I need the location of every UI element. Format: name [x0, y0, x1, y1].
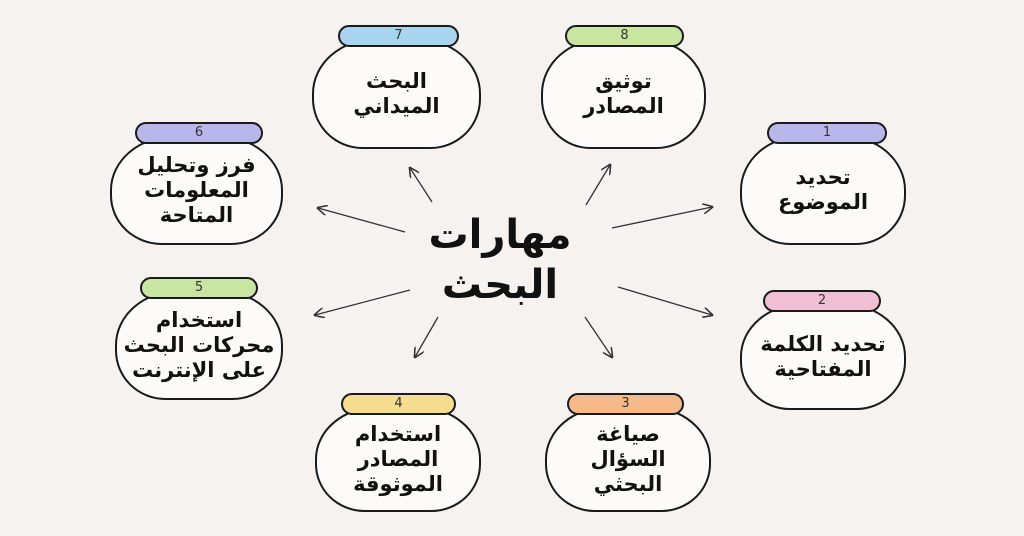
arrow-to-2 — [617, 286, 712, 315]
arrow-to-6 — [318, 208, 406, 233]
arrow-to-1 — [611, 207, 712, 229]
arrow-to-4 — [415, 316, 439, 357]
node-number: 4 — [341, 393, 456, 415]
diagram-title: مهارات البحث — [428, 212, 572, 308]
node-number: 2 — [763, 290, 881, 312]
node-label: استخدام محركات البحث على الإنترنت — [115, 290, 283, 400]
arrow-to-8 — [585, 165, 610, 206]
node-number: 6 — [135, 122, 263, 144]
node-number: 8 — [565, 25, 684, 47]
node-number: 3 — [567, 393, 684, 415]
arrow-to-5 — [315, 289, 411, 315]
node-label: استخدام المصادر الموثوقة — [315, 406, 481, 512]
arrow-to-3 — [584, 316, 612, 357]
node-number: 7 — [338, 25, 459, 47]
node-label: تحديد الموضوع — [740, 135, 906, 245]
node-number: 1 — [767, 122, 887, 144]
node-label: تحديد الكلمة المفتاحية — [740, 303, 906, 410]
node-label: البحث الميداني — [312, 38, 481, 149]
arrow-to-7 — [410, 168, 433, 203]
node-label: توثيق المصادر — [541, 38, 706, 149]
node-number: 5 — [140, 277, 258, 299]
node-label: فرز وتحليل المعلومات المتاحة — [110, 135, 283, 245]
node-label: صياغة السؤال البحثي — [545, 406, 711, 512]
